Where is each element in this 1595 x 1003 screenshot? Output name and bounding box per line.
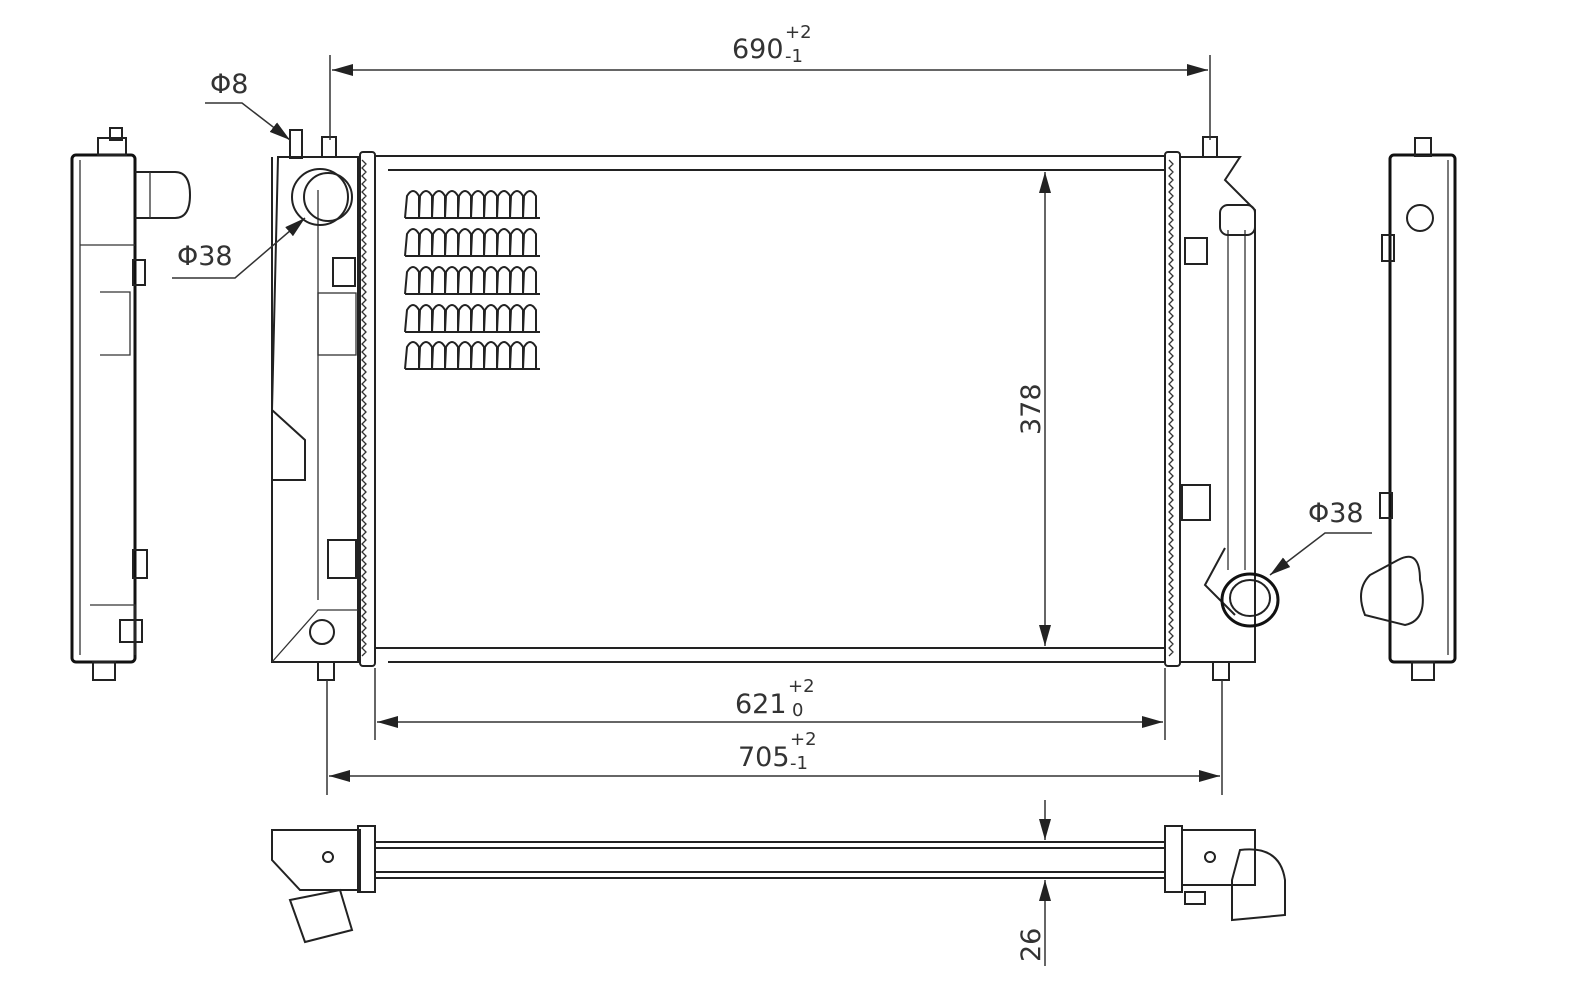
callout-pin-diameter: Φ8	[205, 69, 291, 141]
hose-neck-icon	[135, 171, 192, 219]
left-tank	[271, 156, 359, 663]
callout-outlet-diameter: Φ38	[1269, 498, 1372, 576]
dimension-690: 690 +2 -1	[329, 22, 1211, 140]
svg-text:+2: +2	[785, 22, 812, 43]
right-tank	[1180, 156, 1256, 663]
pin-icon	[289, 129, 303, 159]
svg-text:+2: +2	[790, 729, 817, 750]
fin-row	[404, 304, 540, 333]
core-frame	[375, 155, 1165, 663]
fin-row	[404, 341, 540, 370]
svg-text:Φ38: Φ38	[1308, 498, 1364, 529]
svg-text:705: 705	[738, 742, 790, 773]
front-view	[271, 129, 1280, 681]
callout-inlet-diameter: Φ38	[172, 217, 306, 279]
svg-text:690: 690	[732, 34, 784, 65]
fin-row	[404, 190, 540, 219]
dimension-705: 705 +2 -1	[326, 680, 1223, 795]
fin-pattern	[404, 190, 540, 370]
dimension-621: 621 +2 0	[374, 668, 1166, 740]
svg-text:+2: +2	[788, 676, 815, 697]
drain-plug-icon	[309, 619, 335, 645]
inlet-pipe-icon	[291, 168, 349, 226]
svg-text:Φ8: Φ8	[210, 69, 248, 100]
left-side-view	[70, 127, 192, 681]
svg-text:-1: -1	[785, 46, 803, 67]
cap-icon	[1406, 204, 1434, 232]
fin-row	[404, 266, 540, 295]
dimension-378: 378	[1016, 172, 1051, 646]
svg-text:26: 26	[1016, 928, 1047, 962]
bottom-view	[271, 825, 1286, 944]
outlet-hose-icon	[1231, 848, 1286, 922]
outlet-hose-icon	[1360, 555, 1424, 627]
inlet-hose-icon	[288, 888, 354, 944]
svg-text:Φ38: Φ38	[177, 241, 233, 272]
svg-text:-1: -1	[790, 753, 808, 774]
dimension-26: 26	[1016, 800, 1051, 966]
right-side-view	[1360, 137, 1457, 681]
svg-text:378: 378	[1016, 383, 1047, 435]
fin-row	[404, 228, 540, 257]
svg-text:0: 0	[792, 700, 803, 721]
svg-text:621: 621	[735, 689, 787, 720]
outlet-pipe-icon	[1220, 572, 1280, 628]
